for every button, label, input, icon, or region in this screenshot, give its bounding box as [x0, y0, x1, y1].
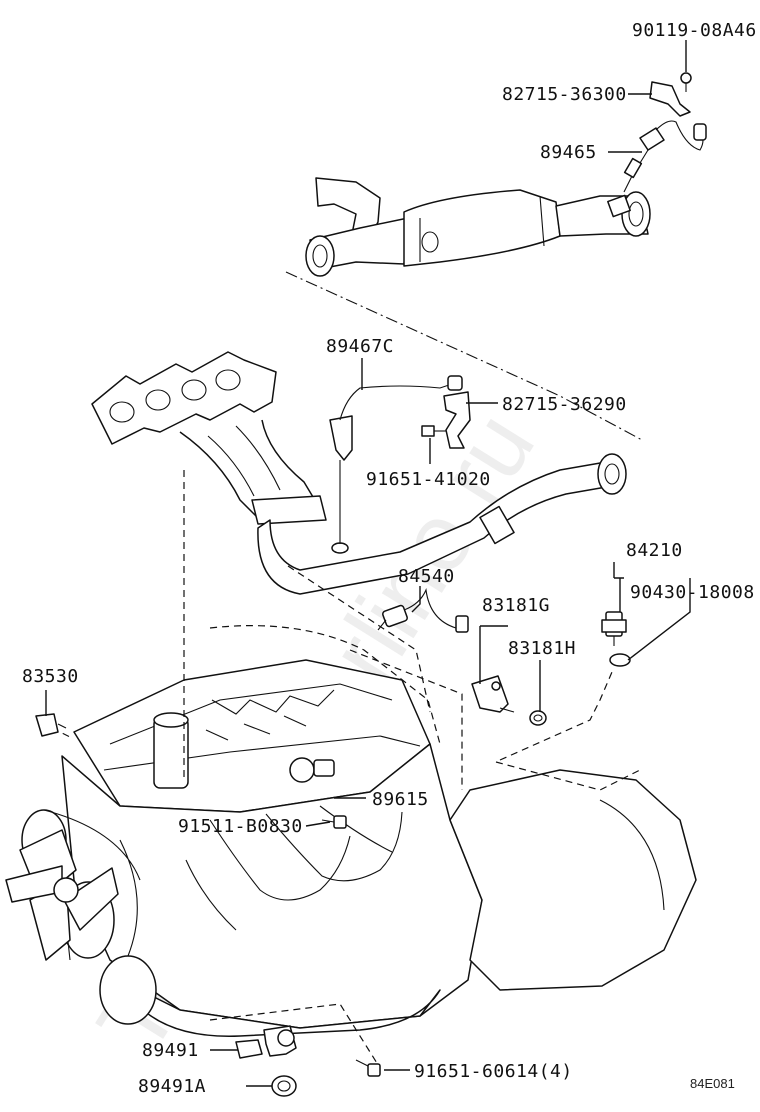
phantom-line-trans-right: [495, 761, 641, 791]
label-91511-b0830[interactable]: 91511-B0830: [178, 816, 303, 837]
catalytic-converter: [305, 177, 651, 277]
sensor-89615: [289, 757, 335, 783]
label-90430-18008[interactable]: 90430-18008: [630, 582, 755, 603]
leader-lines: [45, 40, 691, 1087]
label-84540[interactable]: 84540: [398, 566, 455, 587]
bolt-91511-b0830: [321, 815, 347, 829]
label-84210[interactable]: 84210: [626, 540, 683, 561]
sensor-84540: [377, 587, 469, 633]
label-82715-36290[interactable]: 82715-36290: [502, 394, 627, 415]
label-89467c[interactable]: 89467C: [326, 336, 394, 357]
label-83181h[interactable]: 83181H: [508, 638, 576, 659]
exhaust-manifold: [91, 351, 327, 525]
label-89491[interactable]: 89491: [142, 1040, 199, 1061]
label-83181g[interactable]: 83181G: [482, 595, 550, 616]
label-91651-41020[interactable]: 91651-41020: [366, 469, 491, 490]
label-90119-08a46[interactable]: 90119-08A46: [632, 20, 757, 41]
label-83530[interactable]: 83530: [22, 666, 79, 687]
phantom-outline-engine: [209, 625, 441, 745]
engine-block: [21, 659, 697, 1037]
phantom-line-mid: [287, 565, 431, 713]
sensor-bracket-82715-36290: [443, 391, 471, 449]
sensor-83181g: [471, 675, 515, 713]
label-82715-36300[interactable]: 82715-36300: [502, 84, 627, 105]
phantom-line-transmission: [499, 671, 613, 761]
oring-89491a: [271, 1075, 297, 1097]
label-91651-60614[interactable]: 91651-60614(4): [414, 1061, 573, 1082]
label-89491a[interactable]: 89491A: [138, 1076, 206, 1097]
bolt-91651-41020: [421, 425, 446, 437]
gasket-83181h: [529, 710, 547, 726]
oxygen-sensor-89465: [623, 120, 707, 193]
phantom-line-upper: [285, 271, 643, 441]
front-exhaust-pipe: [257, 453, 627, 595]
label-89615[interactable]: 89615: [372, 789, 429, 810]
switch-84210: [601, 611, 631, 667]
label-89465[interactable]: 89465: [540, 142, 597, 163]
sensor-bracket-82715-36300: [649, 72, 692, 117]
oxygen-sensor-89467c: [329, 375, 463, 544]
illustration-ref: 84E081: [690, 1076, 735, 1091]
sensor-83530: [35, 713, 67, 737]
cooling-fan: [5, 829, 119, 961]
phantom-line-sensor: [349, 649, 463, 790]
bolt-91651-60614: [355, 1059, 381, 1077]
sensor-89491: [235, 1025, 297, 1059]
